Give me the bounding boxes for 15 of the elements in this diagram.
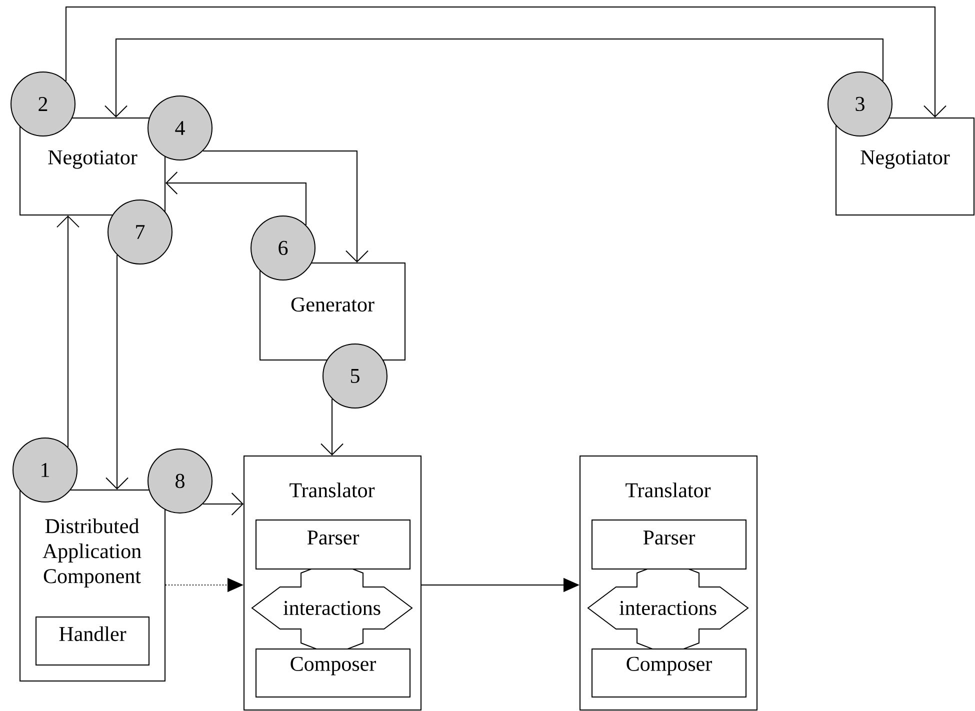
arrow	[56, 216, 80, 448]
negotiator-box: Negotiator	[836, 118, 974, 216]
arrow	[65, 6, 946, 118]
arrow	[106, 254, 129, 490]
generator-box: Generator	[260, 262, 406, 360]
handler-box: Handler	[36, 616, 150, 666]
arrow	[320, 398, 344, 456]
composer-box: Composer	[256, 648, 410, 698]
composer-box: Composer	[592, 648, 746, 698]
arrow	[202, 150, 368, 262]
arrow	[202, 492, 244, 516]
parser-box: Parser	[592, 520, 746, 570]
arrow	[166, 172, 306, 226]
arrow	[104, 38, 884, 118]
parser-box: Parser	[256, 520, 410, 570]
